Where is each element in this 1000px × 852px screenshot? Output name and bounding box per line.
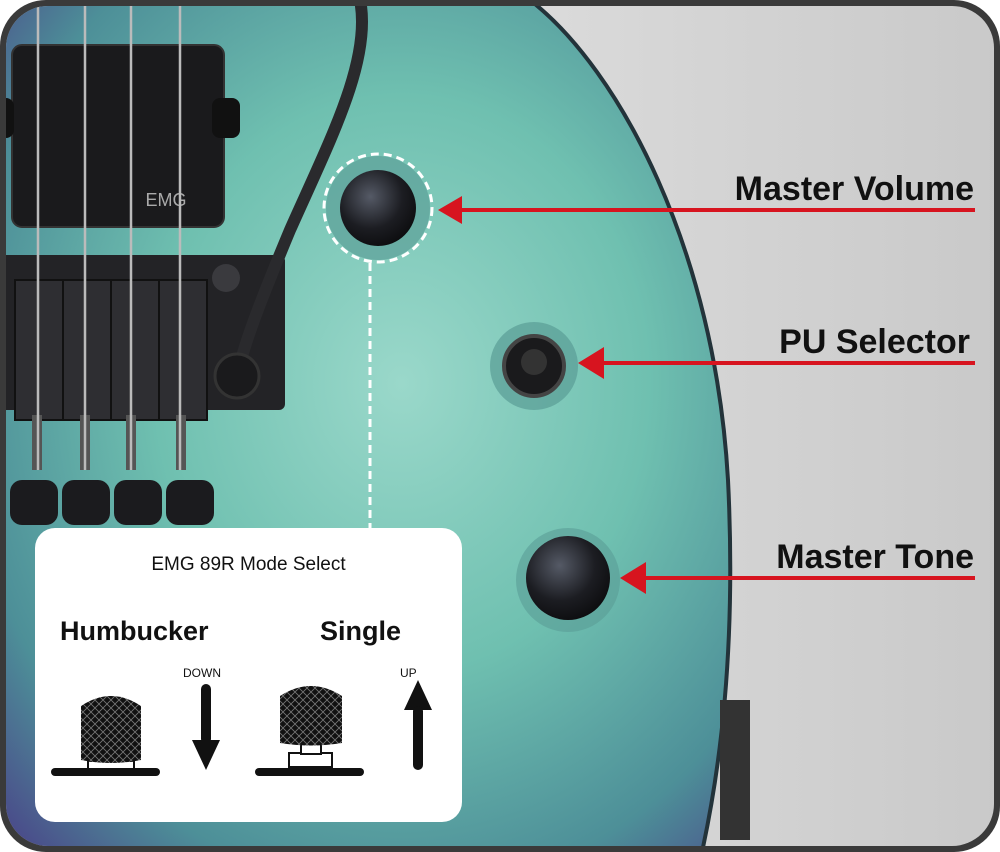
master-tone-knob[interactable] <box>526 536 610 620</box>
saddle <box>158 279 208 421</box>
down-label: DOWN <box>183 666 221 680</box>
highlight-circle <box>322 152 434 264</box>
master-tone-label: Master Tone <box>776 538 974 576</box>
master-volume-knob[interactable] <box>340 170 416 246</box>
strings <box>36 6 182 470</box>
humbucker-label: Humbucker <box>60 616 209 646</box>
output-jack <box>720 700 750 840</box>
single-label: Single <box>320 616 402 646</box>
pickup-logo: EMG <box>145 190 186 210</box>
bridge-screw <box>212 264 240 292</box>
pickup-mount <box>6 98 14 138</box>
mode-select-title: EMG 89R Mode Select <box>151 554 346 575</box>
up-arrow-icon <box>404 680 432 770</box>
master-volume-label: Master Volume <box>734 170 974 208</box>
pu-selector-label: PU Selector <box>779 323 970 361</box>
saddle <box>62 279 112 421</box>
humbucker-knob-icon <box>51 696 160 776</box>
up-label: UP <box>400 666 417 680</box>
single-knob-icon <box>255 686 364 776</box>
down-arrow-icon <box>192 684 220 770</box>
pickup <box>11 44 225 228</box>
mode-illustrations <box>51 680 432 776</box>
pickup-mount <box>212 98 240 138</box>
tremolo-socket <box>213 352 261 400</box>
switch-tip <box>521 349 547 375</box>
mode-select-panel: EMG 89R Mode Select Humbucker Single DOW… <box>35 528 462 822</box>
tremolo-arm <box>232 6 369 378</box>
saddle <box>110 279 160 421</box>
